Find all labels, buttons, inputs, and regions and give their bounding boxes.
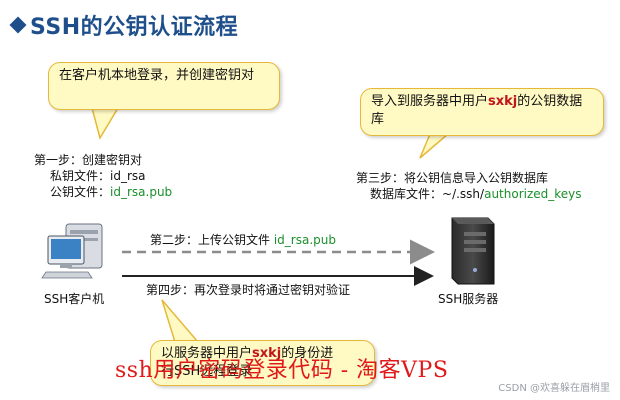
client-label: SSH客户机 bbox=[44, 292, 105, 306]
step4-text: 第四步：再次登录时将通过密钥对验证 bbox=[146, 283, 351, 297]
step1-block: 第一步：创建密钥对 私钥文件：id_rsa 公钥文件：id_rsa.pub bbox=[34, 152, 172, 200]
callout-import-prefix: 导入到服务器中用户 bbox=[371, 94, 489, 109]
step1-private-label: 私钥文件： bbox=[50, 169, 111, 183]
callout3-tail bbox=[161, 299, 200, 343]
diagram-title: SSH的公钥认证流程 bbox=[6, 10, 238, 40]
step2-file: id_rsa.pub bbox=[273, 233, 336, 247]
step4-label: 第四步：再次登录时将通过密钥对验证 bbox=[146, 282, 350, 298]
csdn-watermark: CSDN @欢喜躲在眉梢里 bbox=[498, 383, 610, 394]
title-text: SSH的公钥认证流程 bbox=[30, 15, 239, 40]
callout1-tail bbox=[91, 107, 120, 140]
step3-block: 第三步：将公钥信息导入公钥数据库 数据库文件：~/.ssh/authorized… bbox=[356, 170, 582, 202]
callout-verify-line2: 行SSH远程登录 bbox=[161, 364, 253, 379]
callout-verify-prefix: 以服务器中用户 bbox=[161, 346, 253, 361]
callout2-tail bbox=[419, 133, 451, 159]
callout-local-login-text: 在客户机本地登录，并创建密钥对 bbox=[59, 68, 255, 83]
server-label: SSH服务器 bbox=[438, 292, 499, 306]
step3-db-file: authorized_keys bbox=[484, 187, 582, 201]
callout-import-suffix: 的公钥数据库 bbox=[371, 94, 583, 127]
step1-private-value: id_rsa bbox=[110, 169, 146, 183]
step3-db-path: ~/.ssh/ bbox=[442, 187, 485, 201]
server-tower-icon bbox=[451, 217, 495, 285]
step3-title: 第三步：将公钥信息导入公钥数据库 bbox=[356, 171, 549, 185]
callout-remote-login: 以服务器中用户sxkj的身份进 行SSH远程登录 bbox=[150, 340, 375, 386]
step3-db-label: 数据库文件： bbox=[370, 187, 443, 201]
callout-local-login: 在客户机本地登录，并创建密钥对 bbox=[48, 62, 280, 110]
step1-title: 第一步：创建密钥对 bbox=[34, 153, 143, 167]
callout-import-user: sxkj bbox=[488, 94, 518, 109]
step1-public-label: 公钥文件： bbox=[50, 185, 111, 199]
callout-import-key: 导入到服务器中用户sxkj的公钥数据库 bbox=[360, 88, 604, 136]
callout-verify-suffix: 的身份进 bbox=[281, 346, 334, 361]
step1-public-value: id_rsa.pub bbox=[110, 185, 173, 199]
step2-text: 第二步：上传公钥文件 bbox=[150, 233, 271, 247]
desktop-computer-icon bbox=[41, 223, 103, 279]
step2-label: 第二步：上传公钥文件 id_rsa.pub bbox=[146, 232, 340, 248]
overlay-title: ssh用户密码登录代码 - 淘客VPS bbox=[115, 358, 449, 383]
callout-verify-user: sxkj bbox=[252, 346, 282, 361]
